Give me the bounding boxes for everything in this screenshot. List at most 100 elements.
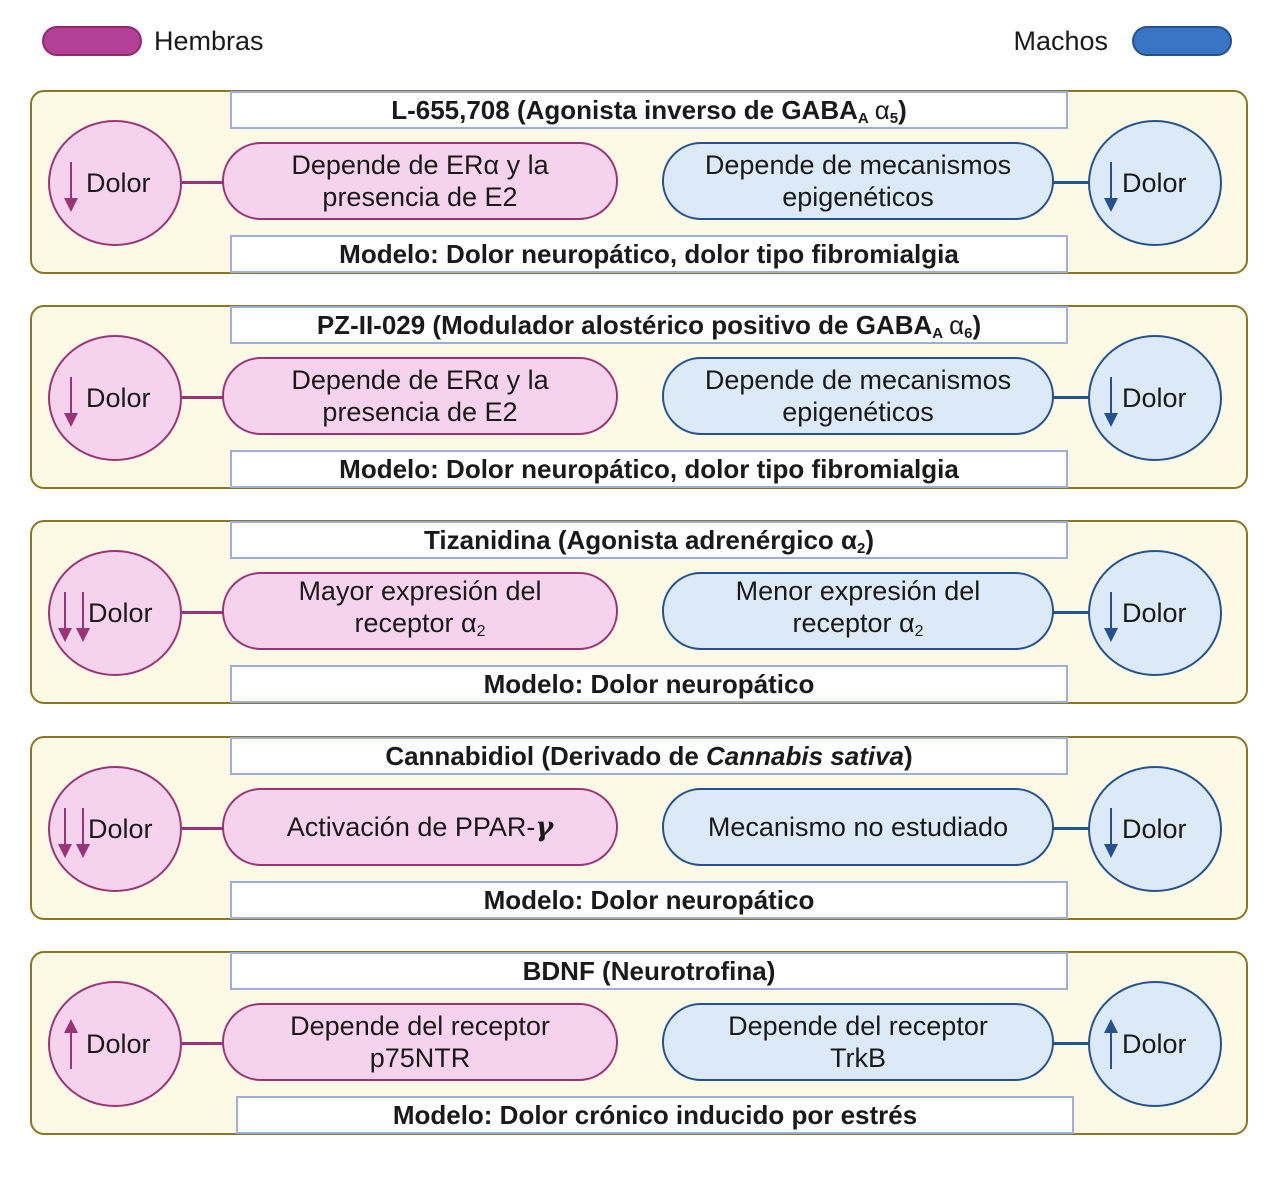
arrow-shaft bbox=[70, 377, 72, 415]
up-arrow-icon bbox=[1104, 1019, 1118, 1069]
female-pain-label: Dolor bbox=[86, 168, 151, 198]
down-arrow-icon bbox=[76, 808, 90, 858]
down-arrow-icon bbox=[1104, 808, 1118, 858]
arrow-head bbox=[64, 1019, 78, 1033]
arrow-head bbox=[64, 198, 78, 212]
female-mechanism-line2: presencia de E2 bbox=[322, 397, 518, 427]
title-text: Cannabidiol (Derivado de bbox=[385, 741, 707, 771]
title-greek-symbol: α bbox=[874, 95, 890, 125]
male-pain-label: Dolor bbox=[1122, 1029, 1187, 1059]
male-mechanism-text: Mecanismo no estudiado bbox=[708, 811, 1008, 843]
female-mechanism-line1: Depende de ERα y la bbox=[291, 150, 549, 180]
male-mechanism-line1: Depende del receptor bbox=[728, 1011, 988, 1041]
male-mechanism-line2: epigenéticos bbox=[782, 182, 934, 212]
arrow-shaft bbox=[70, 162, 72, 200]
title-greek-subscript: 6 bbox=[964, 325, 973, 342]
title-end: ) bbox=[904, 741, 913, 771]
female-mechanism-line1: Depende del receptor bbox=[290, 1011, 550, 1041]
male-connector-line bbox=[1052, 827, 1090, 830]
down-arrow-icon bbox=[1104, 377, 1118, 427]
down-arrow-icon bbox=[1104, 592, 1118, 642]
female-mechanism-line1: Depende de ERα y la bbox=[291, 365, 549, 395]
male-mechanism-line1: Depende de mecanismos bbox=[704, 150, 1012, 180]
down-arrow-icon bbox=[64, 162, 78, 212]
arrow-shaft bbox=[1110, 1031, 1112, 1069]
female-pain-circle: Dolor bbox=[48, 981, 182, 1107]
arrow-shaft bbox=[1110, 162, 1112, 200]
title-text: L-655,708 (Agonista inverso de GABA bbox=[391, 95, 858, 125]
male-connector-line bbox=[1052, 611, 1090, 614]
arrow-shaft bbox=[64, 808, 66, 846]
legend-female-label: Hembras bbox=[154, 26, 264, 56]
female-pain-label: Dolor bbox=[86, 1029, 151, 1059]
title-italic-text: Cannabis sativa bbox=[706, 741, 905, 771]
female-connector-line bbox=[182, 396, 224, 399]
arrow-head bbox=[1104, 198, 1118, 212]
drug-panel: Cannabidiol (Derivado de Cannabis sativa… bbox=[30, 736, 1248, 920]
female-connector-line bbox=[182, 1042, 224, 1045]
panel-model: Modelo: Dolor neuropático, dolor tipo fi… bbox=[230, 450, 1068, 488]
female-mechanism-line2: presencia de E2 bbox=[322, 182, 518, 212]
title-greek-symbol: α bbox=[949, 310, 965, 340]
arrow-head bbox=[1104, 844, 1118, 858]
title-text: PZ-II-029 (Modulador alostérico positivo… bbox=[316, 310, 933, 340]
down-arrow-icon bbox=[58, 592, 72, 642]
title-subscript: A bbox=[857, 110, 869, 127]
female-pain-label: Dolor bbox=[88, 814, 153, 844]
up-arrow-icon bbox=[64, 1019, 78, 1069]
male-pain-circle: Dolor bbox=[1088, 981, 1222, 1107]
male-connector-line bbox=[1052, 181, 1090, 184]
male-pain-circle: Dolor bbox=[1088, 550, 1222, 676]
female-mechanism-line2: receptor α bbox=[354, 607, 477, 638]
drug-panel: BDNF (Neurotrofina) Dolor Depende del rece… bbox=[30, 951, 1248, 1135]
legend-male-label: Machos bbox=[1013, 26, 1108, 56]
legend-male-swatch bbox=[1132, 26, 1232, 56]
title-end: ) bbox=[865, 525, 875, 555]
arrow-shaft bbox=[1110, 592, 1112, 630]
male-mechanism-line2: epigenéticos bbox=[782, 397, 934, 427]
arrow-shaft bbox=[82, 808, 84, 846]
arrow-shaft bbox=[1110, 808, 1112, 846]
down-arrow-icon bbox=[76, 592, 90, 642]
male-mechanism-subscript: 2 bbox=[914, 622, 924, 640]
female-mechanism-subscript: 2 bbox=[476, 622, 486, 640]
male-pain-circle: Dolor bbox=[1088, 335, 1222, 461]
female-connector-line bbox=[182, 827, 224, 830]
title-end: ) bbox=[898, 95, 907, 125]
arrow-head bbox=[1104, 413, 1118, 427]
drug-panel: PZ-II-029 (Modulador alostérico positivo… bbox=[30, 305, 1248, 489]
arrow-shaft bbox=[64, 592, 66, 630]
male-pain-circle: Dolor bbox=[1088, 766, 1222, 892]
male-mechanism-line1: Menor expresión del bbox=[735, 575, 981, 606]
female-pain-circle: Dolor bbox=[48, 120, 182, 246]
arrow-shaft bbox=[1110, 377, 1112, 415]
male-mechanism-box: Mecanismo no estudiado bbox=[662, 788, 1054, 866]
down-arrow-icon bbox=[64, 377, 78, 427]
panel-model: Modelo: Dolor neuropático, dolor tipo fi… bbox=[230, 235, 1068, 273]
title-subscript: A bbox=[932, 325, 944, 342]
male-pain-label: Dolor bbox=[1122, 383, 1187, 413]
title-text: BDNF (Neurotrofina) bbox=[522, 956, 776, 986]
arrow-head bbox=[1104, 1019, 1118, 1033]
arrow-shaft bbox=[70, 1031, 72, 1069]
title-end: ) bbox=[972, 310, 982, 340]
panel-title: Tizanidina (Agonista adrenérgico α2) bbox=[230, 521, 1068, 559]
female-mechanism-line2: p75NTR bbox=[369, 1043, 471, 1073]
female-pain-circle: Dolor bbox=[48, 766, 182, 892]
male-pain-label: Dolor bbox=[1122, 168, 1187, 198]
